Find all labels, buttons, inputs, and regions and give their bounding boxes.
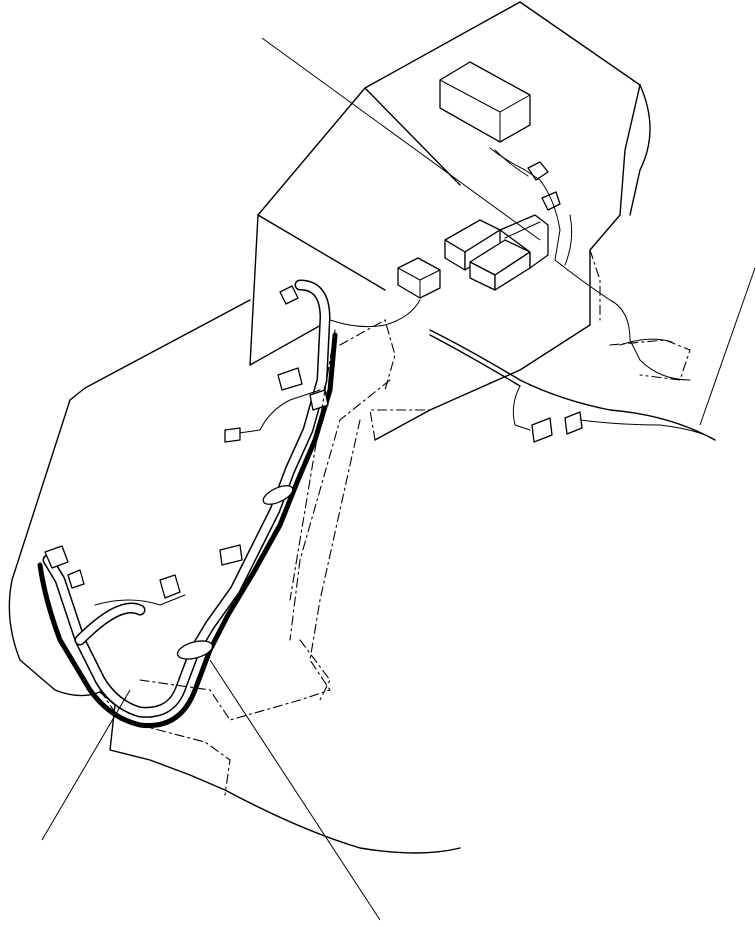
main-harness — [37, 279, 338, 729]
connector-group — [279, 161, 583, 443]
top-relay-box — [439, 61, 531, 143]
leader-lines — [41, 37, 756, 921]
harness-clamps — [176, 367, 329, 660]
secondary-harness — [139, 299, 421, 721]
console-cabinet — [249, 1, 651, 441]
right-wiring — [429, 147, 716, 441]
floor-plate-outline — [8, 299, 461, 854]
relay-cluster — [444, 214, 549, 291]
